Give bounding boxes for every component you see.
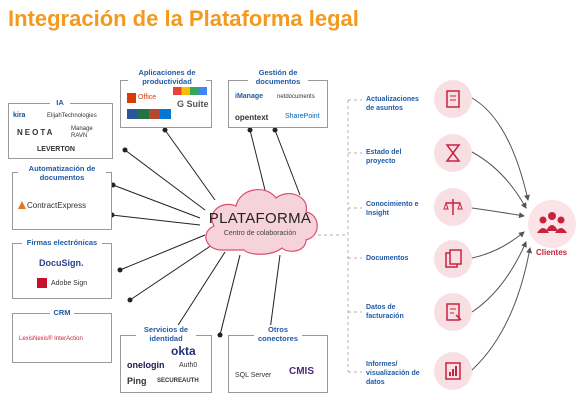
platform-cloud <box>205 189 318 255</box>
logo-secureauth: SECUREAUTH <box>157 378 199 384</box>
output-label-documentos: Documentos <box>366 255 409 262</box>
connector-line <box>119 234 206 271</box>
label-otros: Otros conectores <box>254 325 302 343</box>
label-ia: IA <box>50 98 70 107</box>
logo-onelogin: onelogin <box>127 360 165 370</box>
office-apps-icon <box>127 109 171 119</box>
logo-cmis: CMIS <box>289 366 314 377</box>
logo-lexisnexis: LexisNexis® InterAction <box>19 336 83 342</box>
flow-arrow <box>471 97 530 201</box>
logo-gsuite: G Suite <box>177 99 209 109</box>
office-icon <box>127 93 136 103</box>
output-label-actualizaciones: Actualizaciones de asuntos <box>366 96 419 112</box>
label-firmas: Firmas electrónicas <box>22 238 102 247</box>
logo-sqlserver: SQL Server <box>235 372 272 379</box>
connector-line <box>219 254 241 336</box>
logo-sharepoint: SharePoint <box>285 113 320 120</box>
logo-contractexpress: ContractExpress <box>27 201 87 210</box>
report-icon <box>434 352 472 390</box>
logo-netdocuments: netdocuments <box>277 94 315 100</box>
logo-leverton: LEVERTON <box>37 146 75 153</box>
clients-group-icon <box>528 200 576 248</box>
output-label-estado: Estado del proyecto <box>366 149 402 165</box>
group-gestion: iManage netdocuments opentext SharePoint <box>228 80 328 128</box>
flow-arrow <box>471 247 533 371</box>
invoice-icon <box>434 293 472 331</box>
connector-line <box>274 129 301 196</box>
flow-arrow <box>471 231 525 259</box>
logo-ravn: Manage RAVN <box>71 126 93 139</box>
connector-line <box>164 129 216 201</box>
flow-arrow <box>471 207 525 219</box>
logo-docusign: DocuSign. <box>39 258 84 268</box>
group-identidad: okta onelogin Auth0 Ping SECUREAUTH <box>120 335 212 393</box>
page-title: Integración de la Plataforma legal <box>8 6 359 31</box>
platform-subtitle: Centro de colaboración <box>223 230 297 237</box>
label-productividad: Aplicaciones de productividad <box>128 68 206 86</box>
output-label-facturacion: Datos de facturación <box>366 304 404 320</box>
label-automatizacion: Automatización de documentos <box>18 164 106 182</box>
adobe-icon <box>37 278 47 288</box>
connector-line <box>129 244 213 301</box>
connector-line <box>112 184 201 219</box>
label-gestion: Gestión de documentos <box>248 68 308 86</box>
group-crm: LexisNexis® InterAction <box>12 313 112 363</box>
scales-icon <box>434 188 472 226</box>
gsuite-apps-icon <box>173 87 207 95</box>
logo-auth0: Auth0 <box>179 362 198 369</box>
logo-ping: Ping <box>127 376 147 386</box>
connector-line <box>249 129 266 191</box>
label-crm: CRM <box>50 308 74 317</box>
hourglass-icon <box>434 134 472 172</box>
flow-arrow <box>471 241 527 313</box>
group-productividad: Office G Suite <box>120 80 212 128</box>
logo-imanage: iManage <box>235 93 264 100</box>
logo-okta: okta <box>171 344 196 358</box>
connector-line <box>174 251 226 331</box>
logo-office: Office <box>138 94 157 101</box>
group-firmas: DocuSign. Adobe Sign <box>12 243 112 299</box>
logo-neota: NEOTA <box>17 128 55 137</box>
logo-kira: kira <box>13 112 26 119</box>
logo-adobesign: Adobe Sign <box>51 280 88 287</box>
platform-title: PLATAFORMA <box>208 210 312 227</box>
connector-line <box>124 149 206 211</box>
connector-line <box>269 254 281 331</box>
updates-icon <box>434 80 472 118</box>
clients-label: Clientes <box>536 248 568 257</box>
output-label-informes: Informes/ visualización de datos <box>366 361 420 386</box>
output-label-conocimiento: Conocimiento e Insight <box>366 201 419 217</box>
label-identidad: Servicios de identidad <box>136 325 196 343</box>
contractexpress-icon <box>18 201 26 209</box>
documents-icon <box>434 240 472 278</box>
group-ia: kira ElijahTechnologies NEOTA Manage RAV… <box>8 103 113 159</box>
connector-line <box>111 214 201 226</box>
flow-arrow <box>471 151 527 209</box>
group-otros: SQL Server CMIS <box>228 335 328 393</box>
logo-elijah: ElijahTechnologies <box>47 113 97 119</box>
logo-opentext: opentext <box>235 113 269 122</box>
